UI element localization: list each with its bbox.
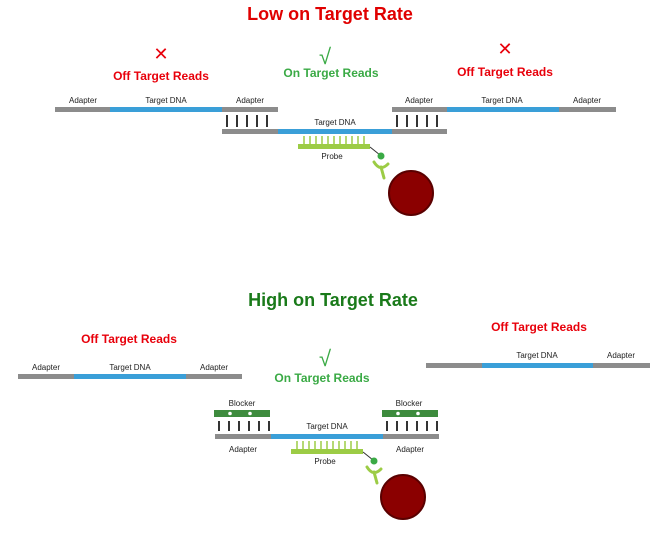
probe-bar [291, 449, 363, 454]
blocker-bar [214, 410, 270, 417]
on-target-label: On Target Reads [283, 66, 378, 80]
magnetic-bead-top [388, 170, 434, 216]
target-dna-segment [110, 107, 222, 112]
adapter-label: Adapter [405, 96, 433, 105]
target-dna-segment [278, 129, 392, 134]
title-high-on-target: High on Target Rate [248, 290, 418, 310]
title-low-on-target: Low on Target Rate [247, 4, 413, 24]
target-dna-label: Target DNA [145, 96, 187, 105]
adapter-segment [392, 107, 447, 112]
adapter-segment [18, 374, 74, 379]
probe-top: Probe [298, 136, 434, 216]
blocker-label: Blocker [396, 399, 423, 408]
adapter-segment [392, 129, 447, 134]
blocker-left: Blocker [214, 399, 270, 417]
adapter-segment [222, 129, 278, 134]
off-target-strand-right: Target DNA Adapter [426, 351, 650, 368]
adapter-label: Adapter [236, 96, 264, 105]
target-dna-segment [482, 363, 593, 368]
adapter-segment [186, 374, 242, 379]
probe-bottom: Probe [291, 441, 426, 520]
cross-icon-right: ✕ [497, 39, 512, 59]
probe-bar [298, 144, 370, 149]
adapter-label: Adapter [32, 363, 60, 372]
adapter-label: Adapter [573, 96, 601, 105]
adapter-segment [383, 434, 439, 439]
on-target-label: On Target Reads [274, 371, 369, 385]
off-target-label-left: Off Target Reads [81, 332, 177, 346]
target-dna-label: Target DNA [314, 118, 356, 127]
off-target-label-left: Off Target Reads [113, 69, 209, 83]
off-target-label-right: Off Target Reads [457, 65, 553, 79]
blocker-bar [382, 410, 438, 417]
hybridization-ticks-bottom [218, 421, 438, 431]
streptavidin-linker [365, 465, 383, 485]
on-target-strand: Target DNA [222, 118, 447, 134]
check-icon-bottom: √ [319, 346, 332, 371]
adapter-label: Adapter [229, 445, 257, 454]
off-target-strand-left: Adapter Target DNA Adapter [18, 363, 242, 379]
hybridization-ticks-top [226, 115, 438, 127]
adapter-segment [593, 363, 650, 368]
blocker-right: Blocker [382, 399, 438, 417]
streptavidin-linker [372, 160, 390, 180]
biotin-dot [370, 457, 378, 465]
probe-label: Probe [321, 152, 343, 161]
adapter-segment [559, 107, 616, 112]
blocker-label: Blocker [229, 399, 256, 408]
adapter-segment [426, 363, 482, 368]
off-target-strand-left: Adapter Target DNA Adapter [55, 96, 278, 112]
off-target-label-right: Off Target Reads [491, 320, 587, 334]
biotin-dot [377, 152, 385, 160]
on-target-strand: Target DNA Adapter Adapter [215, 422, 439, 454]
adapter-label: Adapter [396, 445, 424, 454]
target-dna-label: Target DNA [481, 96, 523, 105]
off-target-strand-right: Adapter Target DNA Adapter [392, 96, 616, 112]
cross-icon-left: ✕ [153, 44, 168, 64]
adapter-label: Adapter [607, 351, 635, 360]
target-dna-segment [271, 434, 383, 439]
target-dna-label: Target DNA [306, 422, 348, 431]
magnetic-bead-bottom [380, 474, 426, 520]
adapter-segment [222, 107, 278, 112]
adapter-segment [215, 434, 271, 439]
target-dna-label: Target DNA [109, 363, 151, 372]
target-dna-segment [74, 374, 186, 379]
probe-label: Probe [314, 457, 336, 466]
adapter-label: Adapter [200, 363, 228, 372]
target-dna-segment [447, 107, 559, 112]
adapter-segment [55, 107, 110, 112]
adapter-label: Adapter [69, 96, 97, 105]
check-icon-center: √ [319, 44, 332, 69]
target-dna-label: Target DNA [516, 351, 558, 360]
